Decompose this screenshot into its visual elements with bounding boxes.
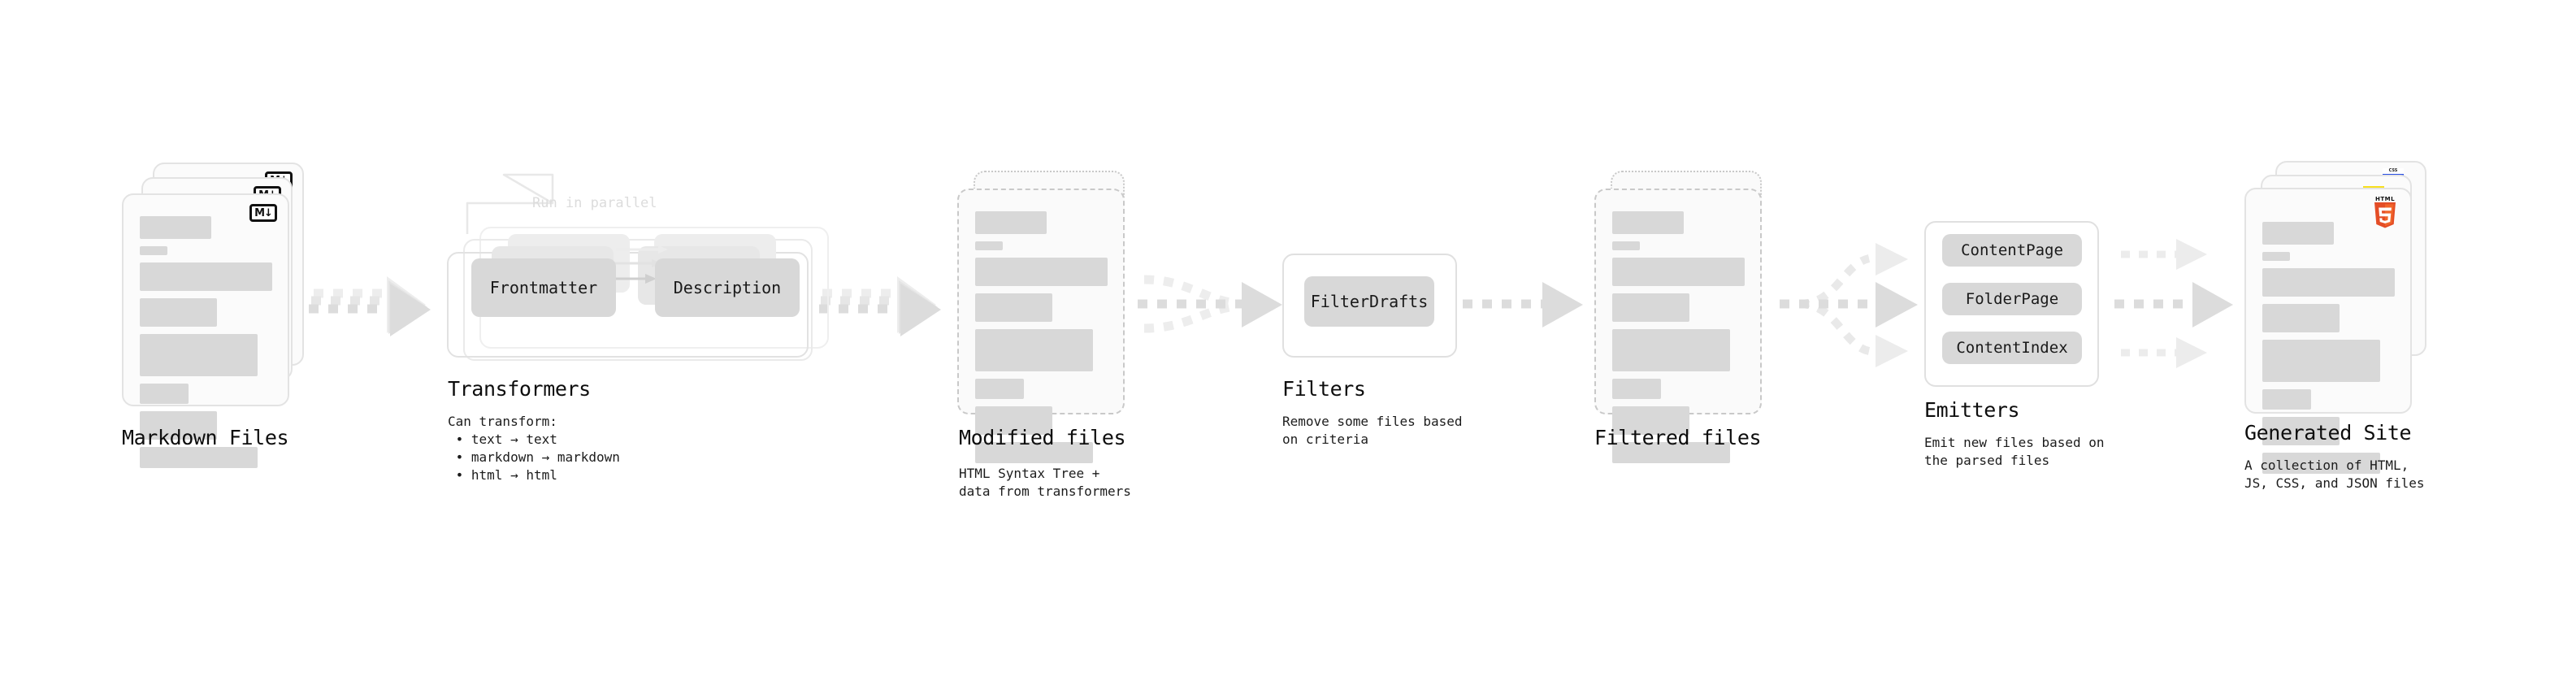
content-bar — [1612, 258, 1745, 286]
content-bar — [2262, 453, 2380, 474]
content-bar — [975, 406, 1052, 435]
html5-badge-word: HTML — [2374, 196, 2396, 202]
html5-shield-icon — [2374, 202, 2396, 228]
content-bar — [140, 334, 258, 376]
markdown-card-front: M↓ — [122, 193, 289, 468]
content-bar — [140, 246, 167, 255]
stage-title-generated-site: Generated Site — [2244, 421, 2412, 445]
emitter-chip-folderpage[interactable]: FolderPage — [1942, 283, 2082, 315]
generated-card-content — [2262, 222, 2397, 481]
connector-filtered-to-emitters — [1780, 243, 1918, 367]
content-bar — [140, 262, 272, 291]
content-bar — [975, 442, 1093, 463]
content-bar — [140, 411, 217, 440]
content-bar — [975, 379, 1024, 399]
connector-markdown-to-transformers — [309, 276, 431, 336]
connector-transformers-to-modified — [819, 276, 941, 336]
content-bar — [2262, 304, 2340, 332]
content-bar — [1612, 293, 1689, 322]
emitters-box — [1924, 221, 2099, 387]
content-bar — [1612, 442, 1730, 463]
content-bar — [1612, 329, 1730, 371]
html5-badge: HTML — [2371, 196, 2399, 230]
content-bar — [1612, 211, 1684, 234]
content-bar — [2262, 268, 2395, 297]
markdown-card-content — [140, 216, 275, 475]
stage-subtitle-modified-files: HTML Syntax Tree + data from transformer… — [959, 466, 1131, 499]
stage-title-emitters: Emitters — [1924, 398, 2020, 422]
content-bar — [975, 241, 1003, 250]
content-bar — [975, 258, 1108, 286]
stage-title-modified-files: Modified files — [959, 426, 1126, 449]
transformer-chip-description[interactable]: Description — [655, 258, 800, 317]
content-bar — [975, 211, 1047, 234]
modified-card-content — [975, 211, 1110, 471]
run-in-parallel-label: Run in parallel — [532, 195, 657, 211]
transformer-chip-frontmatter[interactable]: Frontmatter — [471, 258, 616, 317]
stage-title-markdown-files: Markdown Files — [122, 426, 289, 449]
content-bar — [140, 447, 258, 468]
content-bar — [2262, 340, 2380, 382]
content-bar — [2262, 389, 2311, 410]
connector-filters-to-filtered — [1463, 282, 1583, 327]
generated-card-front-html: HTML — [2244, 188, 2412, 474]
content-bar — [2262, 222, 2334, 245]
filter-chip-filterdrafts[interactable]: FilterDrafts — [1304, 276, 1434, 327]
emitter-chip-contentindex[interactable]: ContentIndex — [1942, 332, 2082, 364]
filtered-card-front — [1594, 189, 1762, 463]
content-bar — [140, 298, 217, 327]
emitter-chip-contentpage[interactable]: ContentPage — [1942, 234, 2082, 267]
content-bar — [975, 293, 1052, 322]
transformers-box-middle — [463, 239, 813, 361]
css-badge-label: CSS — [2388, 168, 2398, 173]
content-bar — [1612, 241, 1640, 250]
stage-subtitle-generated-site: A collection of HTML, JS, CSS, and JSON … — [2244, 458, 2425, 491]
modified-card-front — [957, 189, 1125, 463]
content-bar — [2262, 252, 2290, 261]
connector-modified-to-filters — [1138, 275, 1282, 333]
content-bar — [140, 216, 211, 239]
content-bar — [975, 329, 1093, 371]
markdown-badge-front: M↓ — [249, 204, 277, 222]
content-bar — [1612, 406, 1689, 435]
filtered-card-content — [1612, 211, 1747, 471]
filters-box — [1282, 254, 1457, 358]
content-bar — [1612, 379, 1661, 399]
stage-title-transformers: Transformers — [448, 377, 591, 401]
content-bar — [140, 384, 189, 404]
stage-title-filters: Filters — [1282, 377, 1366, 401]
stage-subtitle-transformers: Can transform: • text → text • markdown … — [448, 414, 620, 483]
content-bar — [2262, 417, 2340, 445]
stage-title-filtered-files: Filtered files — [1594, 426, 1762, 449]
stage-subtitle-emitters: Emit new files based on the parsed files — [1924, 435, 2105, 468]
connector-emitters-to-site — [2114, 239, 2233, 368]
stage-subtitle-filters: Remove some files based on criteria — [1282, 414, 1463, 447]
